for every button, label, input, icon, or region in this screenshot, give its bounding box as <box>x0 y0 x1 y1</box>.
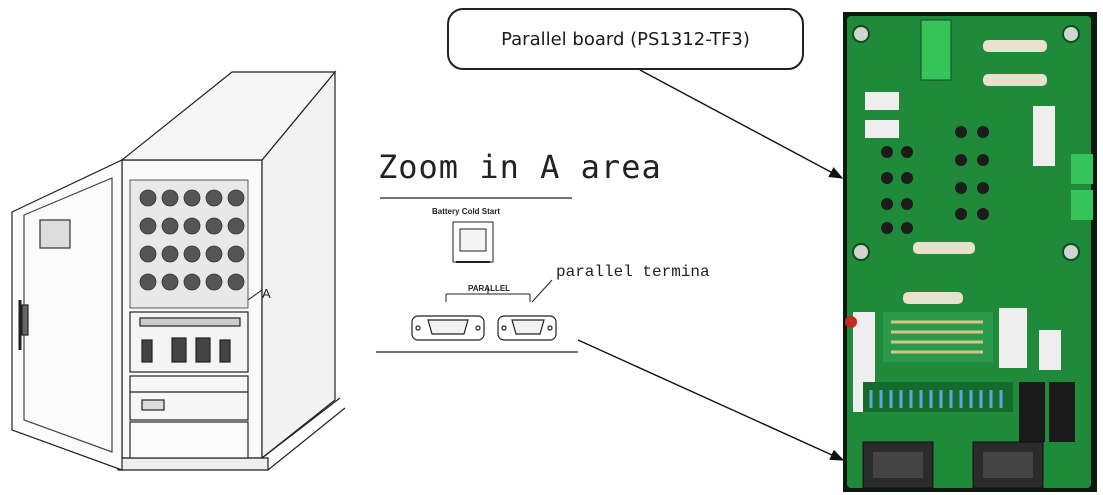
callout-arrow <box>639 69 844 179</box>
ups-cabinet-drawing <box>11 70 346 471</box>
parallel-bracket <box>445 286 531 302</box>
battery-cold-start-label: Battery Cold Start <box>432 207 501 216</box>
db9-connector-right <box>497 315 557 341</box>
parallel-terminal-label: parallel termina <box>556 263 710 281</box>
zoom-title: Zoom in A area <box>378 148 662 186</box>
battery-cold-start-switch <box>452 221 494 263</box>
db9-connector-left <box>411 315 485 341</box>
callout-parallel-board: Parallel board (PS1312-TF3) <box>447 8 804 70</box>
area-a-marker: A <box>262 286 271 301</box>
parallel-board-photo <box>843 12 1097 492</box>
callout-text: Parallel board (PS1312-TF3) <box>501 28 750 50</box>
fan-grid <box>129 179 249 309</box>
parallel-label: PARALLEL <box>468 284 511 293</box>
terminal-arrow <box>577 339 845 461</box>
